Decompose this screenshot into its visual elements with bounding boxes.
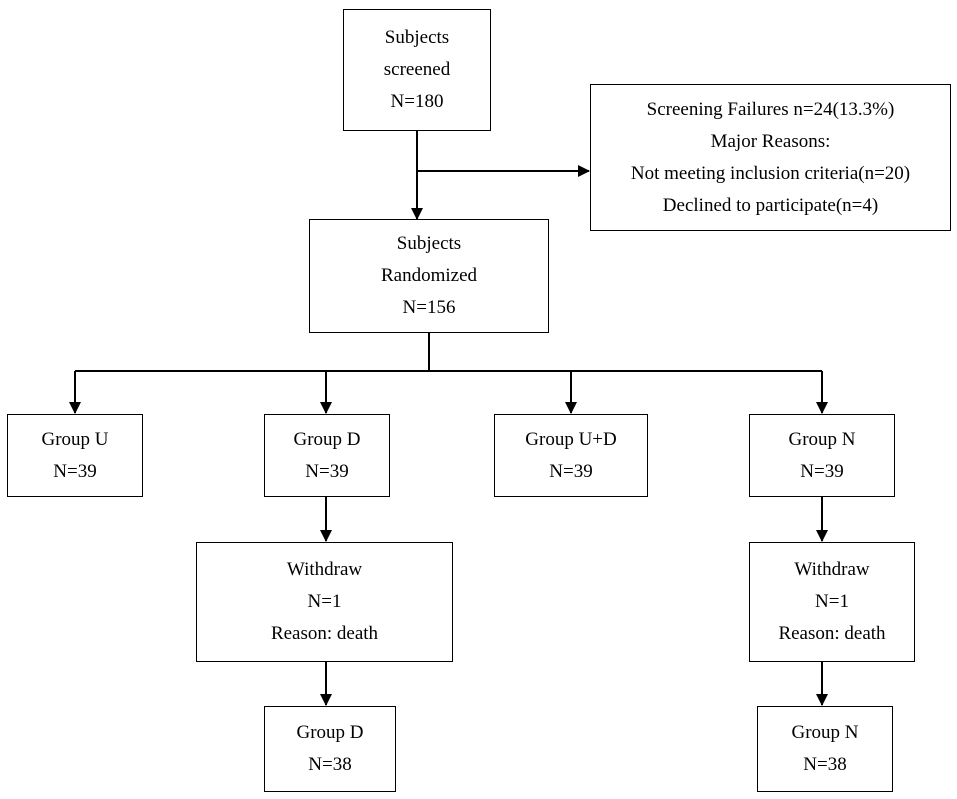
subjects-randomized-box: Subjects Randomized N=156 [309, 219, 549, 333]
final-group-d-count: N=38 [308, 754, 352, 775]
group-d-box: Group D N=39 [264, 414, 390, 497]
screening-failures-reasons-heading: Major Reasons: [710, 130, 831, 152]
withdraw-group-n-count: N=1 [815, 591, 849, 612]
subjects-screened-count: N=180 [390, 91, 444, 112]
withdraw-group-d-title: Withdraw [286, 559, 363, 580]
group-n-box: Group N N=39 [749, 414, 895, 497]
screening-failures-reason-criteria: Not meeting inclusion criteria(n=20) [630, 162, 911, 184]
screening-failures-reason-declined: Declined to participate(n=4) [662, 194, 879, 216]
final-group-n-box: Group N N=38 [757, 706, 893, 792]
group-n-count: N=39 [800, 460, 844, 482]
final-group-d-label: Group D [296, 722, 364, 743]
group-d-count: N=39 [305, 460, 349, 482]
subjects-randomized-line1: Subjects [396, 233, 462, 254]
subjects-randomized-line2: Randomized [380, 265, 478, 286]
subjects-screened-box: Subjects screened N=180 [343, 9, 491, 131]
final-group-n-count: N=38 [803, 754, 847, 775]
final-group-n-label: Group N [791, 722, 859, 743]
withdraw-group-d-count: N=1 [307, 591, 342, 612]
group-n-label: Group N [788, 428, 856, 450]
group-ud-box: Group U+D N=39 [494, 414, 648, 497]
subjects-randomized-count: N=156 [402, 297, 456, 318]
withdraw-group-n-reason: Reason: death [778, 623, 886, 644]
group-d-label: Group D [293, 428, 361, 450]
subjects-screened-line1: Subjects [384, 27, 450, 48]
group-ud-count: N=39 [549, 460, 593, 482]
final-group-d-box: Group D N=38 [264, 706, 396, 792]
group-u-count: N=39 [53, 460, 97, 482]
group-u-label: Group U [41, 428, 109, 450]
withdraw-group-n-title: Withdraw [794, 559, 870, 580]
group-u-box: Group U N=39 [7, 414, 143, 497]
screening-failures-box: Screening Failures n=24(13.3%) Major Rea… [590, 84, 951, 231]
group-ud-label: Group U+D [525, 428, 617, 450]
withdraw-group-d-reason: Reason: death [270, 623, 379, 644]
screening-failures-total: Screening Failures n=24(13.3%) [646, 98, 895, 120]
withdraw-group-d-box: Withdraw N=1 Reason: death [196, 542, 453, 662]
subjects-screened-line2: screened [383, 59, 451, 80]
withdraw-group-n-box: Withdraw N=1 Reason: death [749, 542, 915, 662]
